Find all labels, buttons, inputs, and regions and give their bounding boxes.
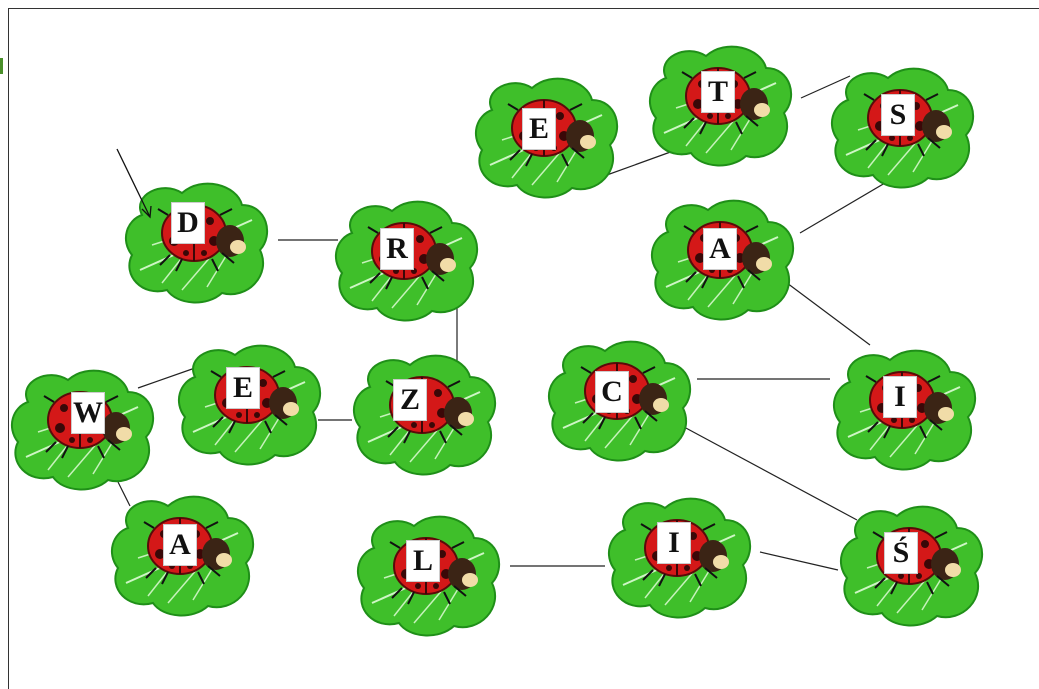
letter-card: A [163,524,197,566]
ladybug-i2[interactable]: I [605,490,755,620]
ladybug-w[interactable]: W [8,362,158,492]
ladybug-a1[interactable]: A [648,192,798,322]
edge-mark [0,58,3,74]
ladybug-a2[interactable]: A [108,488,258,618]
ladybug-d[interactable]: D [122,175,272,305]
connection-line-c-s2 [683,426,858,521]
letter-card: E [226,367,260,409]
ladybug-s2[interactable]: Ś [837,498,987,628]
letter-card: D [171,202,205,244]
letter-card: W [71,392,105,434]
connection-line-t-s [800,75,851,99]
ladybug-z[interactable]: Z [350,347,500,477]
letter-card: C [595,371,629,413]
ladybug-l[interactable]: L [354,508,504,638]
ladybug-c[interactable]: C [545,333,695,463]
connection-line-e2-w [137,367,196,389]
letter-card: E [522,108,556,150]
letter-card: I [657,522,691,564]
ladybug-r[interactable]: R [332,193,482,323]
ladybug-t[interactable]: T [646,38,796,168]
letter-card: Ś [884,532,918,574]
ladybug-e2[interactable]: E [175,337,325,467]
letter-card: A [703,228,737,270]
letter-card: I [883,376,917,418]
connection-line-s2-i2 [759,551,839,571]
ladybug-i1[interactable]: I [830,342,980,472]
connection-line-w-a2 [117,481,131,507]
letter-card: T [701,71,735,113]
puzzle-frame [8,8,1039,689]
connection-line-a1-i1 [786,282,871,346]
letter-card: L [406,540,440,582]
letter-card: S [881,94,915,136]
connection-line-s-a1 [799,179,891,234]
ladybug-e1[interactable]: E [472,70,622,200]
letter-card: Z [393,379,427,421]
letter-card: R [380,228,414,270]
ladybug-s[interactable]: S [828,60,978,190]
